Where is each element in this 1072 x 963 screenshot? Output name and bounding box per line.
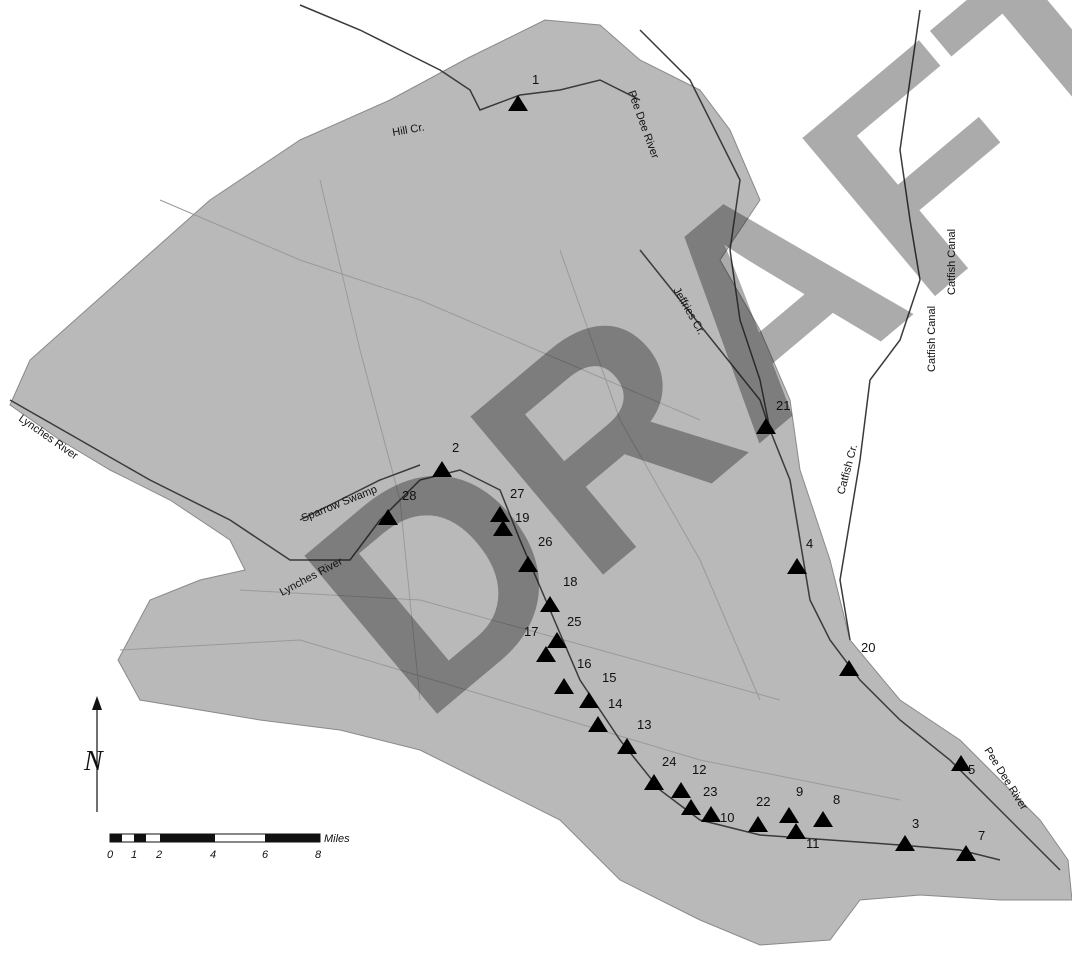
catfish-canal [869, 9, 921, 381]
site-label-17: 17 [524, 624, 538, 639]
site-label-3: 3 [912, 816, 919, 831]
site-marker-9[interactable] [779, 807, 799, 823]
site-marker-20[interactable] [839, 660, 859, 676]
site-label-15: 15 [602, 670, 616, 685]
site-label-12: 12 [692, 762, 706, 777]
site-label-22: 22 [756, 794, 770, 809]
scale-tick: 4 [210, 849, 216, 861]
scale-tick: 8 [315, 849, 322, 861]
site-label-18: 18 [563, 574, 577, 589]
site-label-23: 23 [703, 784, 717, 799]
river-network [9, 4, 1061, 871]
site-markers [378, 95, 976, 861]
scale-bar: Miles 0 1 2 4 6 8 [107, 833, 350, 861]
river-label: Catfish Canal [926, 306, 938, 372]
scale-tick: 6 [262, 849, 269, 861]
site-label-24: 24 [662, 754, 676, 769]
site-label-9: 9 [796, 784, 803, 799]
site-labels: 1 2 3 4 5 7 8 9 10 11 12 13 14 15 16 17 … [402, 72, 985, 851]
pee-dee-river-upper [639, 29, 771, 431]
site-label-20: 20 [861, 640, 875, 655]
site-marker-1[interactable] [508, 95, 528, 111]
site-marker-11[interactable] [786, 823, 806, 839]
watershed-area [9, 19, 1072, 946]
site-label-10: 10 [720, 810, 734, 825]
site-marker-10[interactable] [701, 806, 721, 822]
site-label-13: 13 [637, 717, 651, 732]
site-marker-2[interactable] [432, 461, 452, 477]
site-label-21: 21 [776, 398, 790, 413]
catfish-creek [839, 379, 871, 641]
site-marker-21[interactable] [756, 418, 776, 434]
site-label-2: 2 [452, 440, 459, 455]
site-marker-22[interactable] [748, 816, 768, 832]
site-label-25: 25 [567, 614, 581, 629]
site-marker-18[interactable] [540, 596, 560, 612]
site-marker-3[interactable] [895, 835, 915, 851]
site-marker-28[interactable] [378, 509, 398, 525]
jeffries-creek [639, 249, 771, 431]
site-marker-25[interactable] [547, 632, 567, 648]
site-marker-26[interactable] [518, 556, 538, 572]
site-marker-27[interactable] [490, 506, 510, 522]
north-label: N [83, 746, 104, 777]
site-marker-8[interactable] [813, 811, 833, 827]
site-label-1: 1 [532, 72, 539, 87]
site-label-26: 26 [538, 534, 552, 549]
site-marker-14[interactable] [588, 716, 608, 732]
site-marker-17[interactable] [536, 646, 556, 662]
river-label: Catfish Canal [946, 229, 958, 295]
site-label-11: 11 [806, 836, 820, 851]
site-marker-19[interactable] [493, 520, 513, 536]
site-label-14: 14 [608, 696, 622, 711]
site-label-19: 19 [515, 510, 529, 525]
river-label: Hill Cr. [391, 122, 425, 139]
site-marker-7[interactable] [956, 845, 976, 861]
site-label-28: 28 [402, 488, 416, 503]
site-label-8: 8 [833, 792, 840, 807]
scale-tick: 1 [131, 849, 137, 861]
hill-creek [299, 4, 641, 111]
site-marker-4[interactable] [787, 558, 807, 574]
sparrow-swamp [299, 464, 421, 521]
road-network [119, 179, 901, 801]
scale-tick: 0 [107, 849, 114, 861]
north-arrow-icon: N [83, 696, 104, 812]
site-label-27: 27 [510, 486, 524, 501]
site-marker-23[interactable] [681, 799, 701, 815]
scale-tick: 2 [155, 849, 162, 861]
site-label-16: 16 [577, 656, 591, 671]
site-label-5: 5 [968, 762, 975, 777]
site-marker-24[interactable] [644, 774, 664, 790]
site-marker-12[interactable] [671, 782, 691, 798]
scale-unit: Miles [324, 833, 350, 845]
site-label-4: 4 [806, 536, 813, 551]
site-marker-15[interactable] [579, 692, 599, 708]
main-river [769, 429, 1061, 871]
lynches-river [9, 399, 1001, 861]
site-marker-5[interactable] [951, 755, 971, 771]
site-marker-16[interactable] [554, 678, 574, 694]
site-label-7: 7 [978, 828, 985, 843]
site-marker-13[interactable] [617, 738, 637, 754]
